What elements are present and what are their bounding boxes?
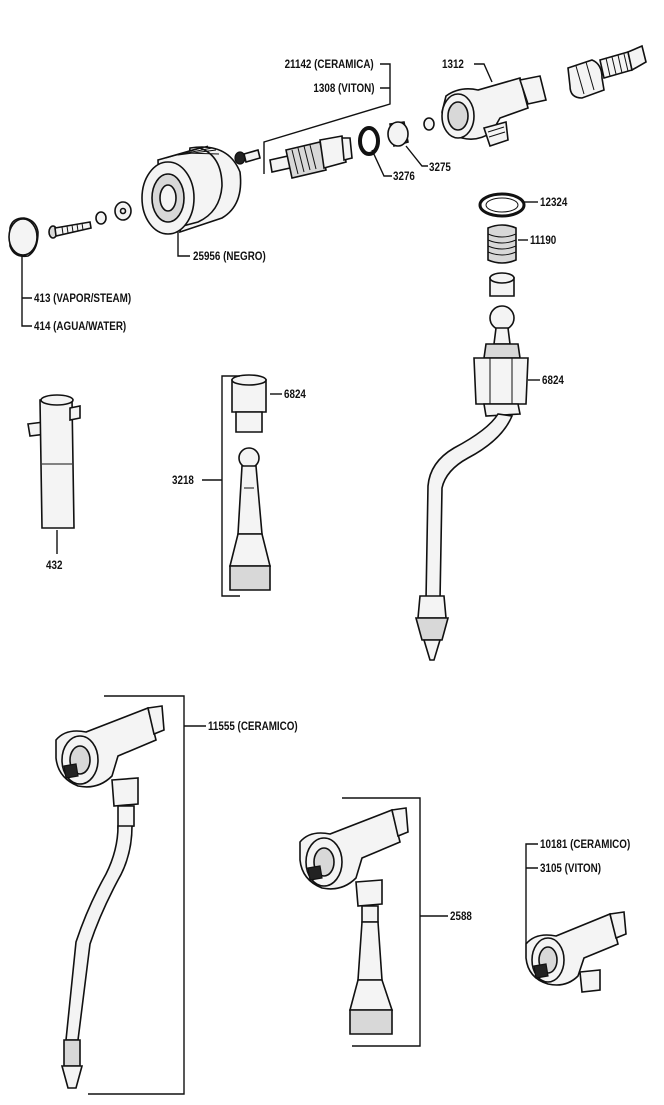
bracket-3218 [221,375,240,597]
steam-wand-part [414,305,529,661]
label-11190: 11190 [530,233,557,247]
label-6824-left: 6824 [284,387,306,401]
valve-cartridge-part [269,135,353,179]
label-1312: 1312 [442,57,464,71]
leader-21142-1308 [263,63,391,174]
label-25956: 25956 (NEGRO) [193,249,266,263]
spring-part [487,224,517,264]
key-tool-part [27,394,81,529]
label-3276: 3276 [393,169,415,183]
nut-part [95,211,107,225]
label-11555: 11555 (CERAMICO) [208,719,298,733]
bracket-11555 [88,695,185,1095]
label-3105: 3105 (VITON) [540,861,602,875]
label-12324: 12324 [540,195,568,209]
valve-assembly-10181 [525,911,627,993]
label-6824-right: 6824 [542,373,564,387]
leader-1312 [474,63,493,83]
small-screw-part [234,149,261,165]
valve-assembly-2588 [299,807,409,1035]
label-3218: 3218 [172,473,194,487]
label-3275: 3275 [429,160,451,174]
label-2588: 2588 [450,909,472,923]
label-414: 414 (AGUA/WATER) [34,319,127,333]
label-1308: 1308 (VITON) [312,81,374,95]
leader-25956 [177,232,190,257]
gasket-part [478,192,526,218]
knob-housing-part [141,145,242,235]
bracket-2588 [342,797,421,1047]
label-413: 413 (VAPOR/STEAM) [34,291,132,305]
valve-assembly-11555 [55,705,165,1089]
leader-413-414 [21,256,32,327]
leader-3275 [405,145,428,167]
o-ring-part [358,126,380,156]
leader-3276 [371,149,392,177]
screw-part [54,221,92,237]
knob-cap-part [8,217,58,258]
label-21142: 21142 (CERAMICA) [284,57,374,71]
wand-tip-part [228,374,272,591]
valve-body-part [441,75,547,148]
small-nut-part [423,117,435,131]
label-432: 432 [46,558,63,572]
fitting-part [567,44,647,99]
label-10181: 10181 (CERAMICO) [540,837,631,851]
seat-part [387,121,409,148]
ferrule-part [489,272,515,297]
leader-10181-3105 [525,843,538,944]
